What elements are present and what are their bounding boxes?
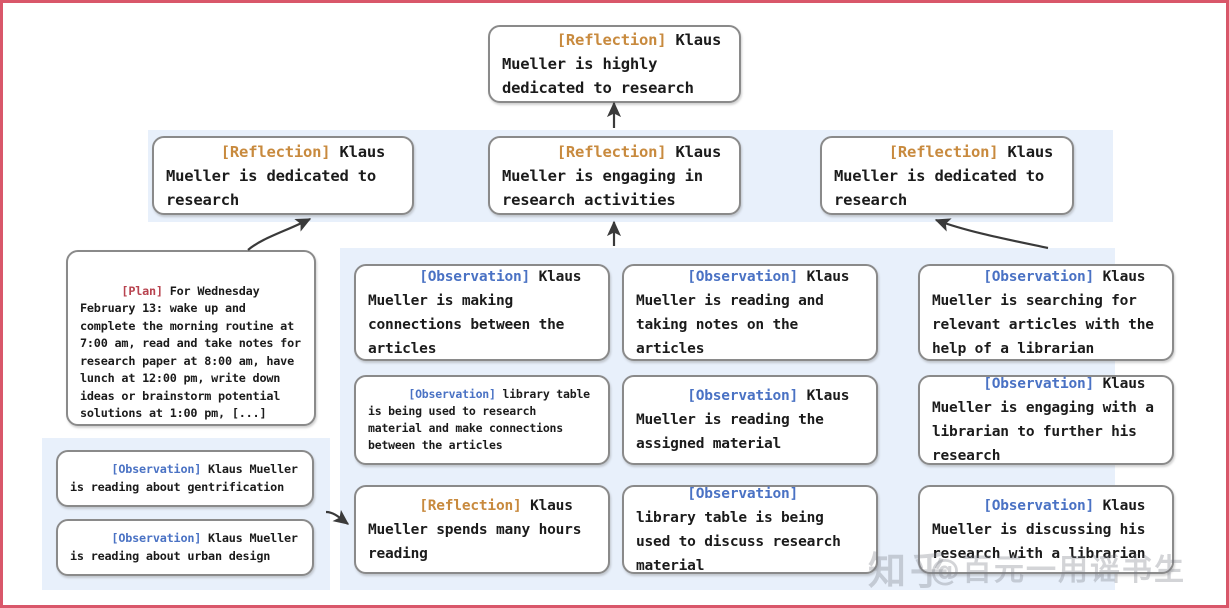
node-plan-text: [Plan] For Wednesday February 13: wake u… bbox=[68, 252, 314, 440]
node-reflection-engaging-center-text: [Reflection] Klaus Mueller is engaging i… bbox=[490, 116, 739, 236]
reflection-tag: [Reflection] bbox=[888, 142, 999, 161]
node-observation-reading-notes-text: [Observation] Klaus Mueller is reading a… bbox=[624, 241, 876, 385]
node-reflection-engaging-center[interactable]: [Reflection] Klaus Mueller is engaging i… bbox=[488, 136, 741, 215]
observation-tag: [Observation] bbox=[687, 485, 799, 502]
node-observation-searching-articles[interactable]: [Observation] Klaus Mueller is searching… bbox=[918, 264, 1174, 361]
reflection-tag: [Reflection] bbox=[556, 31, 667, 49]
node-observation-urban-design[interactable]: [Observation] Klaus Mueller is reading a… bbox=[56, 519, 314, 576]
plan-tag: [Plan] bbox=[121, 283, 163, 298]
node-observation-discussing-research-body: Klaus Mueller is discussing his research… bbox=[932, 497, 1154, 562]
node-observation-library-table-discuss-body: library table is being used to discuss r… bbox=[636, 485, 850, 574]
node-root-reflection[interactable]: [Reflection] Klaus Mueller is highly ded… bbox=[488, 25, 741, 103]
node-reflection-engaging-center-body: Klaus Mueller is engaging in research ac… bbox=[502, 142, 731, 209]
observation-tag: [Observation] bbox=[983, 376, 1095, 392]
node-observation-assigned-material[interactable]: [Observation] Klaus Mueller is reading t… bbox=[622, 375, 878, 465]
node-reflection-hours-reading-body: Klaus Mueller spends many hours reading bbox=[368, 497, 590, 562]
node-observation-assigned-material-text: [Observation] Klaus Mueller is reading t… bbox=[624, 360, 876, 480]
node-observation-engaging-librarian-text: [Observation] Klaus Mueller is engaging … bbox=[920, 348, 1172, 492]
node-reflection-dedicated-left-text: [Reflection] Klaus Mueller is dedicated … bbox=[154, 116, 412, 236]
node-observation-discussing-research[interactable]: [Observation] Klaus Mueller is discussin… bbox=[918, 485, 1174, 574]
observation-tag: [Observation] bbox=[111, 462, 202, 476]
node-observation-assigned-material-body: Klaus Mueller is reading the assigned ma… bbox=[636, 388, 858, 452]
node-observation-connections[interactable]: [Observation] Klaus Mueller is making co… bbox=[354, 264, 610, 361]
reflection-tag: [Reflection] bbox=[419, 497, 522, 514]
node-observation-gentrification[interactable]: [Observation] Klaus Mueller is reading a… bbox=[56, 450, 314, 507]
node-observation-urban-design-body: Klaus Mueller is reading about urban des… bbox=[70, 531, 305, 563]
node-observation-library-table-connections-body: library table is being used to research … bbox=[368, 387, 597, 452]
node-plan[interactable]: [Plan] For Wednesday February 13: wake u… bbox=[66, 250, 316, 426]
node-plan-body: For Wednesday February 13: wake up and c… bbox=[80, 283, 308, 421]
node-observation-reading-notes[interactable]: [Observation] Klaus Mueller is reading a… bbox=[622, 264, 878, 361]
reflection-tag: [Reflection] bbox=[220, 142, 331, 161]
node-observation-library-table-connections-text: [Observation] library table is being use… bbox=[356, 369, 608, 471]
node-reflection-dedicated-right[interactable]: [Reflection] Klaus Mueller is dedicated … bbox=[820, 136, 1074, 215]
observation-tag: [Observation] bbox=[111, 531, 202, 545]
node-observation-gentrification-body: Klaus Mueller is reading about gentrific… bbox=[70, 462, 305, 494]
node-observation-library-table-connections[interactable]: [Observation] library table is being use… bbox=[354, 375, 610, 465]
node-reflection-dedicated-right-text: [Reflection] Klaus Mueller is dedicated … bbox=[822, 116, 1072, 236]
node-reflection-dedicated-left[interactable]: [Reflection] Klaus Mueller is dedicated … bbox=[152, 136, 414, 215]
node-reflection-hours-reading-text: [Reflection] Klaus Mueller spends many h… bbox=[356, 470, 608, 590]
observation-tag: [Observation] bbox=[983, 497, 1095, 514]
observation-tag: [Observation] bbox=[687, 268, 799, 285]
reflection-tag: [Reflection] bbox=[556, 142, 667, 161]
node-reflection-hours-reading[interactable]: [Reflection] Klaus Mueller spends many h… bbox=[354, 485, 610, 574]
observation-tag: [Observation] bbox=[687, 388, 799, 404]
node-observation-reading-notes-body: Klaus Mueller is reading and taking note… bbox=[636, 268, 858, 357]
node-root-reflection-text: [Reflection] Klaus Mueller is highly ded… bbox=[490, 4, 739, 124]
node-observation-library-table-discuss[interactable]: [Observation] library table is being use… bbox=[622, 485, 878, 574]
node-observation-connections-body: Klaus Mueller is making connections betw… bbox=[368, 268, 590, 357]
node-observation-engaging-librarian-body: Klaus Mueller is engaging with a librari… bbox=[932, 376, 1163, 464]
node-observation-library-table-discuss-text: [Observation] library table is being use… bbox=[624, 458, 876, 602]
node-observation-engaging-librarian[interactable]: [Observation] Klaus Mueller is engaging … bbox=[918, 375, 1174, 465]
node-observation-discussing-research-text: [Observation] Klaus Mueller is discussin… bbox=[920, 470, 1172, 590]
observation-tag: [Observation] bbox=[419, 268, 531, 285]
node-observation-searching-articles-text: [Observation] Klaus Mueller is searching… bbox=[920, 241, 1172, 385]
node-observation-urban-design-text: [Observation] Klaus Mueller is reading a… bbox=[58, 513, 312, 583]
node-observation-gentrification-text: [Observation] Klaus Mueller is reading a… bbox=[58, 444, 312, 514]
node-observation-searching-articles-body: Klaus Mueller is searching for relevant … bbox=[932, 268, 1163, 357]
node-reflection-dedicated-left-body: Klaus Mueller is dedicated to research bbox=[166, 142, 395, 209]
node-reflection-dedicated-right-body: Klaus Mueller is dedicated to research bbox=[834, 142, 1063, 209]
observation-tag: [Observation] bbox=[983, 268, 1095, 285]
node-root-reflection-body: Klaus Mueller is highly dedicated to res… bbox=[502, 31, 731, 97]
node-observation-connections-text: [Observation] Klaus Mueller is making co… bbox=[356, 241, 608, 385]
observation-tag: [Observation] bbox=[408, 387, 496, 401]
